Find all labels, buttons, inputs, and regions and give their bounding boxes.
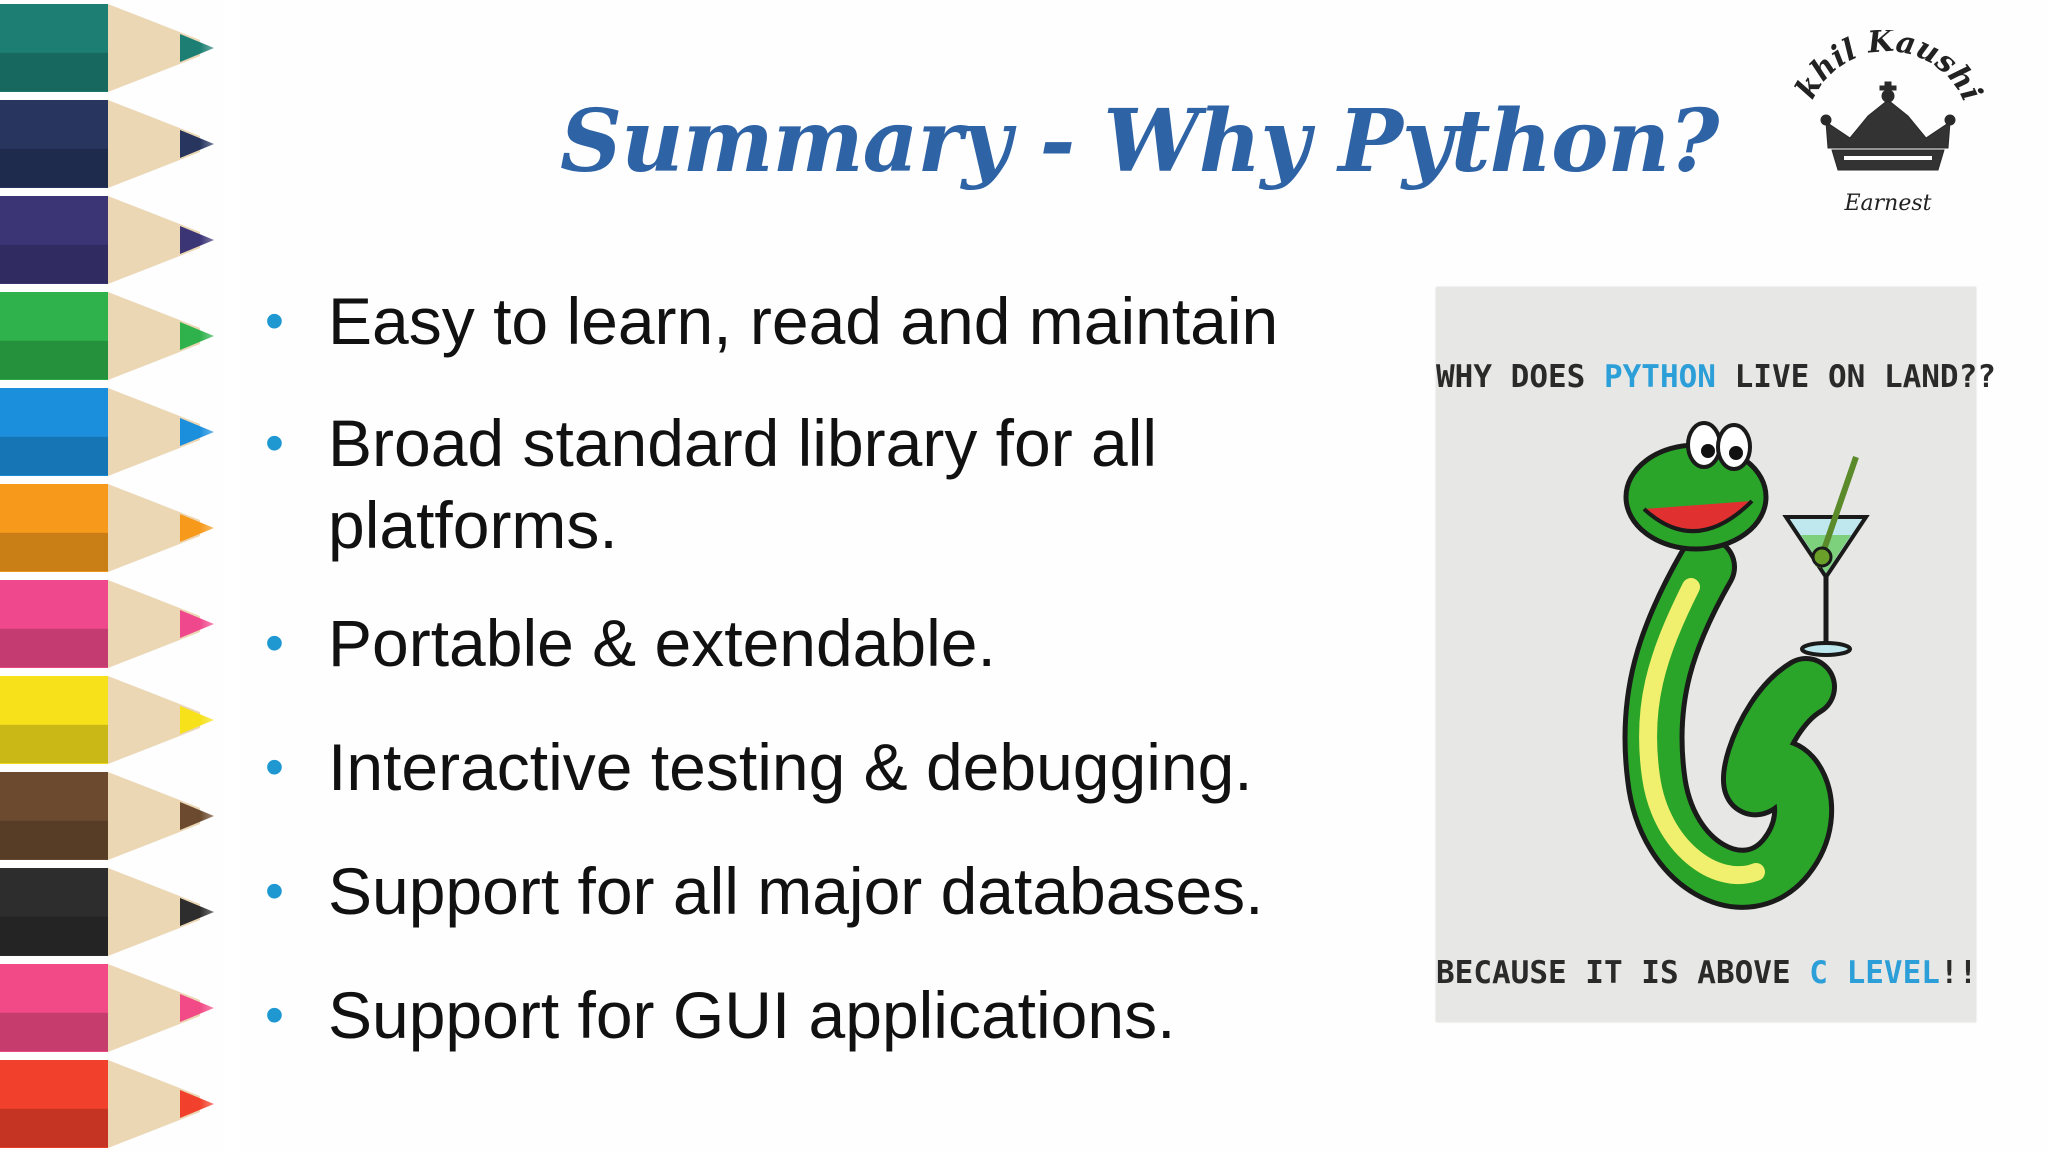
- comic-question: WHY DOES PYTHON LIVE ON LAND??: [1436, 359, 1996, 395]
- pencil-icon: [0, 1060, 214, 1148]
- bullet-dot-icon: •: [265, 613, 284, 673]
- pencil-icon: [0, 772, 214, 860]
- comic-question-highlight: PYTHON: [1603, 359, 1716, 395]
- bullet-text: Support for all major databases.: [328, 854, 1264, 928]
- comic-answer: BECAUSE IT IS ABOVE C LEVEL!!: [1436, 955, 1978, 991]
- pencil-icon: [0, 196, 214, 284]
- bullet-item: • Interactive testing & debugging.: [265, 726, 1395, 808]
- bullet-text: Broad standard library for all platforms…: [328, 406, 1158, 562]
- comic-answer-highlight: C LEVEL: [1809, 955, 1940, 991]
- pencil-icon: [0, 676, 214, 764]
- bullet-item: • Easy to learn, read and maintain: [265, 280, 1395, 362]
- pencil-icon: [0, 100, 214, 188]
- bullet-text: Support for GUI applications.: [328, 978, 1176, 1052]
- pencil-icon: [0, 964, 214, 1052]
- comic-answer-prefix: BECAUSE IT IS ABOVE: [1436, 955, 1810, 991]
- bullet-dot-icon: •: [265, 861, 284, 921]
- bullet-text: Easy to learn, read and maintain: [328, 284, 1279, 358]
- comic-question-prefix: WHY DOES: [1436, 359, 1604, 395]
- logo-tagline: Earnest: [1843, 191, 1931, 216]
- bullet-item: • Support for GUI applications.: [265, 974, 1395, 1056]
- crown-logo-icon: Akhil Kaushik Earnest: [1788, 30, 1988, 216]
- bullet-dot-icon: •: [265, 737, 284, 797]
- bullet-dot-icon: •: [265, 413, 284, 473]
- pencils-decoration-icon: [0, 4, 214, 1148]
- comic-question-suffix: LIVE ON LAND??: [1715, 359, 1996, 395]
- bullet-text: Interactive testing & debugging.: [328, 730, 1253, 804]
- pencil-icon: [0, 388, 214, 476]
- pencil-icon: [0, 580, 214, 668]
- pencil-fade: [200, 0, 240, 1152]
- slide-title: Summary - Why Python?: [560, 91, 1719, 192]
- pencil-icon: [0, 4, 214, 92]
- bullet-text: Portable & extendable.: [328, 606, 996, 680]
- bullet-item: • Broad standard library for all platform…: [265, 402, 1395, 566]
- pencil-icon: [0, 868, 214, 956]
- snake-with-martini-icon: [1622, 421, 1870, 910]
- bullet-dot-icon: •: [265, 291, 284, 351]
- pencil-icon: [0, 292, 214, 380]
- bullet-item: • Portable & extendable.: [265, 602, 1395, 684]
- bullet-dot-icon: •: [265, 985, 284, 1045]
- comic-answer-suffix: !!: [1939, 955, 1978, 991]
- bullet-list: • Easy to learn, read and maintain • Broad…: [265, 280, 1395, 1098]
- python-comic-image: WHY DOES PYTHON LIVE ON LAND?? BECAUSE I…: [1436, 287, 1996, 1022]
- pencil-icon: [0, 484, 214, 572]
- bullet-item: • Support for all major databases.: [265, 850, 1395, 932]
